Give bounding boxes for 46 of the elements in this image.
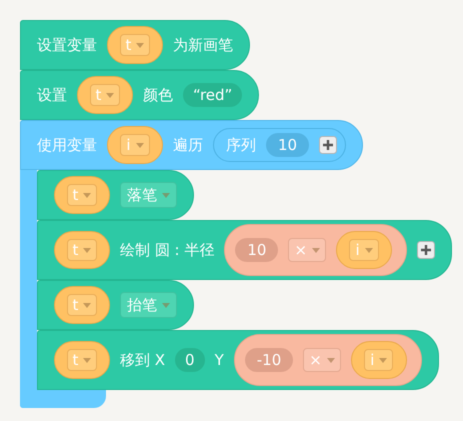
code-block <box>20 20 250 70</box>
pen-dropdown: 抬笔 <box>120 292 177 318</box>
variable-dropdown: t <box>90 84 120 106</box>
value-pill: 0 <box>175 348 205 372</box>
expression-block <box>234 334 422 386</box>
variable-dropdown: t <box>66 184 98 206</box>
block-label: 移到 X <box>120 350 166 370</box>
variable-block <box>77 76 133 114</box>
variable-block <box>350 341 407 379</box>
variable-block <box>54 231 110 269</box>
list-block <box>213 128 346 162</box>
variable-block <box>336 231 392 269</box>
block-label: 遍历 <box>173 136 203 154</box>
variable-dropdown: t <box>120 34 150 56</box>
variable-block <box>54 286 110 324</box>
code-block <box>20 70 260 120</box>
variable-dropdown: t <box>66 294 98 316</box>
block-label: 设置变量 <box>37 36 97 54</box>
block-label: 使用变量 <box>37 136 97 154</box>
value-pill: “red” <box>183 83 242 107</box>
variable-block <box>54 176 110 214</box>
block-label: 设置 <box>37 86 67 104</box>
number-pill: -10 <box>244 348 294 372</box>
variable-dropdown: t <box>66 349 98 371</box>
number-pill: 10 <box>235 238 278 262</box>
code-block <box>37 280 194 330</box>
code-block <box>37 330 439 390</box>
block-label: 绘制 圆 : 半径 <box>120 240 214 260</box>
block-label: 为新画笔 <box>173 36 233 54</box>
variable-dropdown: t <box>66 239 98 261</box>
code-block <box>37 170 194 220</box>
block-label: 序列 <box>226 136 256 154</box>
operator-dropdown: × <box>303 348 341 372</box>
code-block <box>37 220 452 280</box>
block-label: Y <box>214 351 224 369</box>
expression-block <box>224 224 408 276</box>
number-pill: 10 <box>266 133 310 157</box>
variable-dropdown: i <box>120 134 150 156</box>
variable-block <box>107 26 163 64</box>
variable-block <box>107 126 163 164</box>
block-label: 颜色 <box>143 86 173 104</box>
variable-dropdown: i <box>364 349 394 371</box>
variable-block <box>54 341 110 379</box>
variable-dropdown: i <box>349 239 379 261</box>
pen-dropdown: 落笔 <box>120 182 177 208</box>
operator-dropdown: × <box>288 238 326 262</box>
